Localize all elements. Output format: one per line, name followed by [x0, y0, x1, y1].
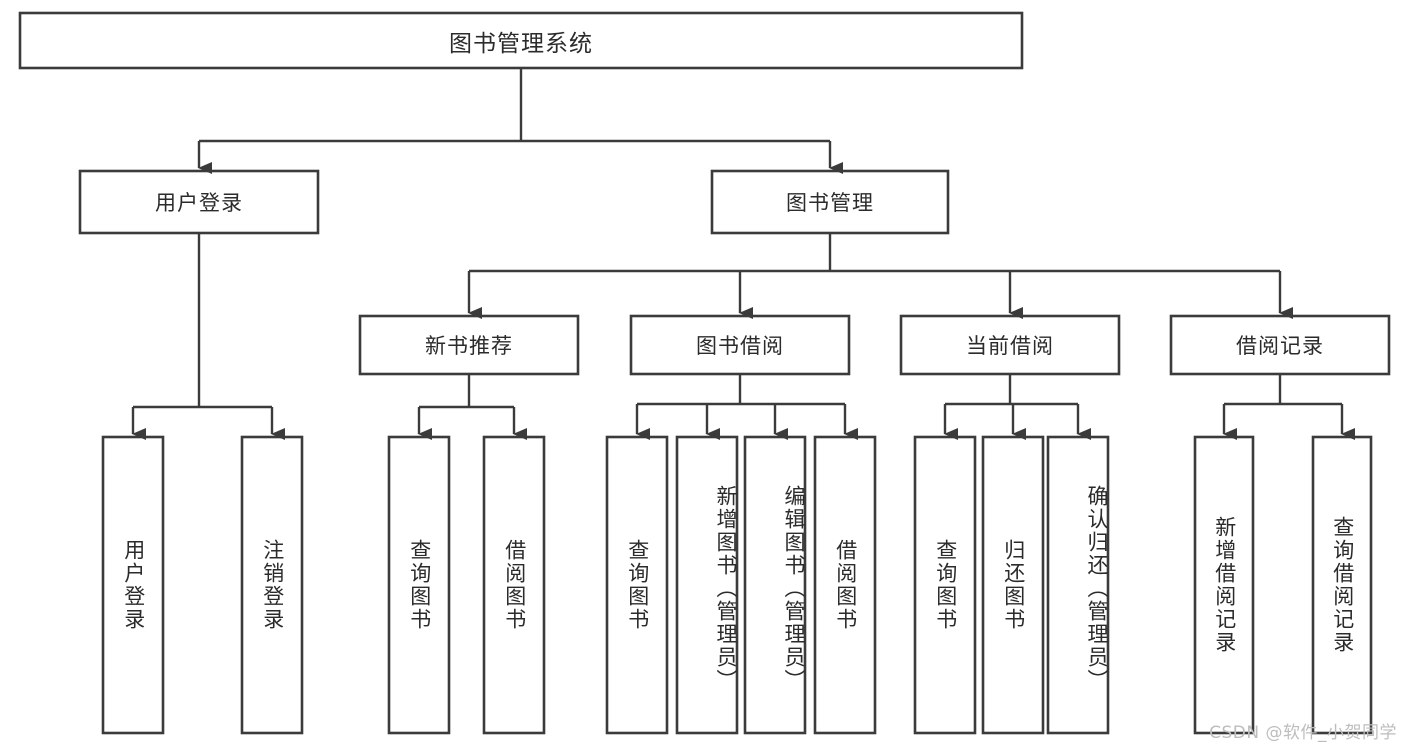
node-box-leaf-add-record: [1193, 435, 1255, 735]
node-box-current-borrow: [899, 314, 1121, 376]
node-box-leaf-query-book-2: [605, 435, 669, 735]
node-box-leaf-query-book-3: [913, 435, 977, 735]
node-box-leaf-confirm-return: [1046, 435, 1110, 735]
node-box-user-login: [78, 169, 320, 235]
node-box-leaf-borrow-book-1: [482, 435, 546, 735]
node-box-leaf-return-book: [981, 435, 1045, 735]
node-box-book-management: [710, 169, 950, 235]
node-box-leaf-borrow-book-2: [813, 435, 877, 735]
node-box-leaf-query-record: [1311, 435, 1373, 735]
node-box-borrow-record: [1169, 314, 1391, 376]
node-box-leaf-logout-login: [240, 435, 304, 735]
node-box-leaf-add-book: [675, 435, 739, 735]
node-box-leaf-query-book-1: [387, 435, 451, 735]
node-box-new-book-recommend: [358, 314, 580, 376]
node-box-root: [18, 11, 1024, 70]
node-box-leaf-edit-book: [743, 435, 807, 735]
node-box-leaf-user-login: [101, 435, 165, 735]
node-box-book-borrow: [629, 314, 851, 376]
